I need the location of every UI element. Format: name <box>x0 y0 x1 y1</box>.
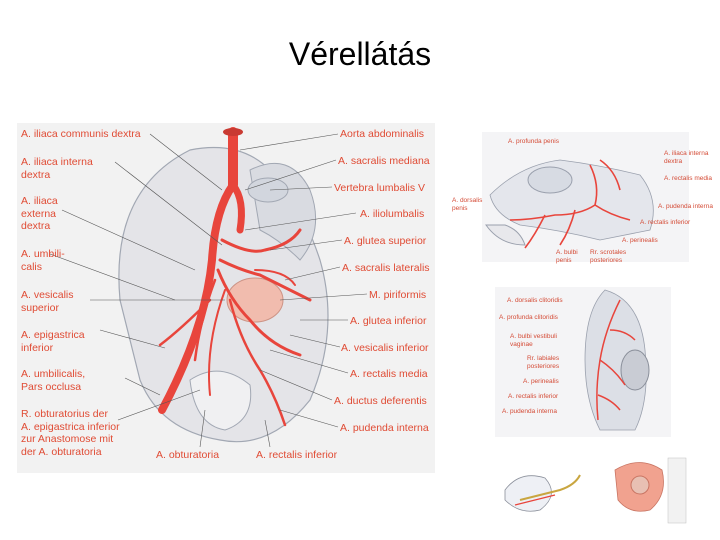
label-vesicalis-inferior: A. vesicalis inferior <box>341 342 429 354</box>
label-iliaca-externa-dextra: A. iliaca externa dextra <box>21 195 58 232</box>
female-label-dorsalis-clitoridis: A. dorsalis clitoridis <box>507 297 563 304</box>
label-vertebra-lumbalis: Vertebra lumbalis V <box>334 182 426 194</box>
bottom-right-thumbnail <box>608 455 688 525</box>
female-label-labiales: Rr. labiales posteriores <box>527 355 560 370</box>
female-label-perinealis: A. perinealis <box>523 378 559 385</box>
male-label-scrotales: Rr. scrotales posteriores <box>590 249 627 264</box>
male-perineum-diagram <box>482 132 689 262</box>
male-label-perinealis: A. perinealis <box>622 237 658 244</box>
label-aorta-abdominalis: Aorta abdominalis <box>340 128 425 140</box>
male-label-profunda-penis: A. profunda penis <box>508 138 559 145</box>
male-label-pudenda-interna: A. pudenda interna <box>658 203 713 210</box>
label-m-piriformis: M. piriformis <box>369 289 427 301</box>
female-label-rectalis-inferior: A. rectalis inferior <box>508 393 559 400</box>
slide-title: Vérellátás <box>288 36 432 72</box>
female-label-bulbi-vestibuli: A. bulbi vestibuli vaginae <box>510 333 557 348</box>
female-perineum-diagram <box>495 287 671 437</box>
label-pudenda-interna: A. pudenda interna <box>340 422 429 434</box>
label-vesicalis-superior: A. vesicalis superior <box>21 289 74 314</box>
label-glutea-superior: A. glutea superior <box>344 235 427 247</box>
aorta-cut <box>223 128 243 136</box>
label-rectalis-media: A. rectalis media <box>350 368 428 380</box>
bottom-left-thumbnail <box>498 465 588 527</box>
label-epigastrica-inferior: A. epigastrica inferior <box>21 329 85 354</box>
label-obturatoria: A. obturatoria <box>156 449 220 461</box>
label-umbilicalis-pars-occlusa: A. umbilicalis, Pars occlusa <box>21 368 86 393</box>
male-label-iliaca-interna: A. iliaca interna dextra <box>664 150 709 165</box>
label-iliolumbalis: A. iliolumbalis <box>360 208 425 220</box>
label-sacralis-mediana: A. sacralis mediana <box>338 155 430 167</box>
main-arteries <box>158 127 312 427</box>
label-rectalis-inferior: A. rectalis inferior <box>256 449 338 461</box>
leader-lines-right <box>199 133 368 448</box>
female-label-pudenda-interna: A. pudenda interna <box>502 408 557 415</box>
male-label-bulbi-penis: A. bulbi penis <box>556 249 578 264</box>
label-umbilicalis: A. umbili- calis <box>21 248 65 273</box>
label-glutea-inferior: A. glutea inferior <box>350 315 427 327</box>
label-r-obturatorius: R. obturatorius der A. epigastrica infer… <box>21 408 120 458</box>
male-label-rectalis-media: A. rectalis media <box>664 175 713 182</box>
label-iliaca-interna-dextra: A. iliaca interna dextra <box>21 156 93 181</box>
male-label-rectalis-inferior: A. rectalis inferior <box>640 219 691 226</box>
male-label-dorsalis-penis: A. dorsalis penis <box>452 197 483 212</box>
label-ductus-deferentis: A. ductus deferentis <box>334 395 427 407</box>
leader-lines-left <box>49 133 225 421</box>
label-sacralis-lateralis: A. sacralis lateralis <box>342 262 430 274</box>
female-label-profunda-clitoridis: A. profunda clitoridis <box>499 314 558 321</box>
label-iliaca-communis-dextra: A. iliaca communis dextra <box>21 128 141 140</box>
